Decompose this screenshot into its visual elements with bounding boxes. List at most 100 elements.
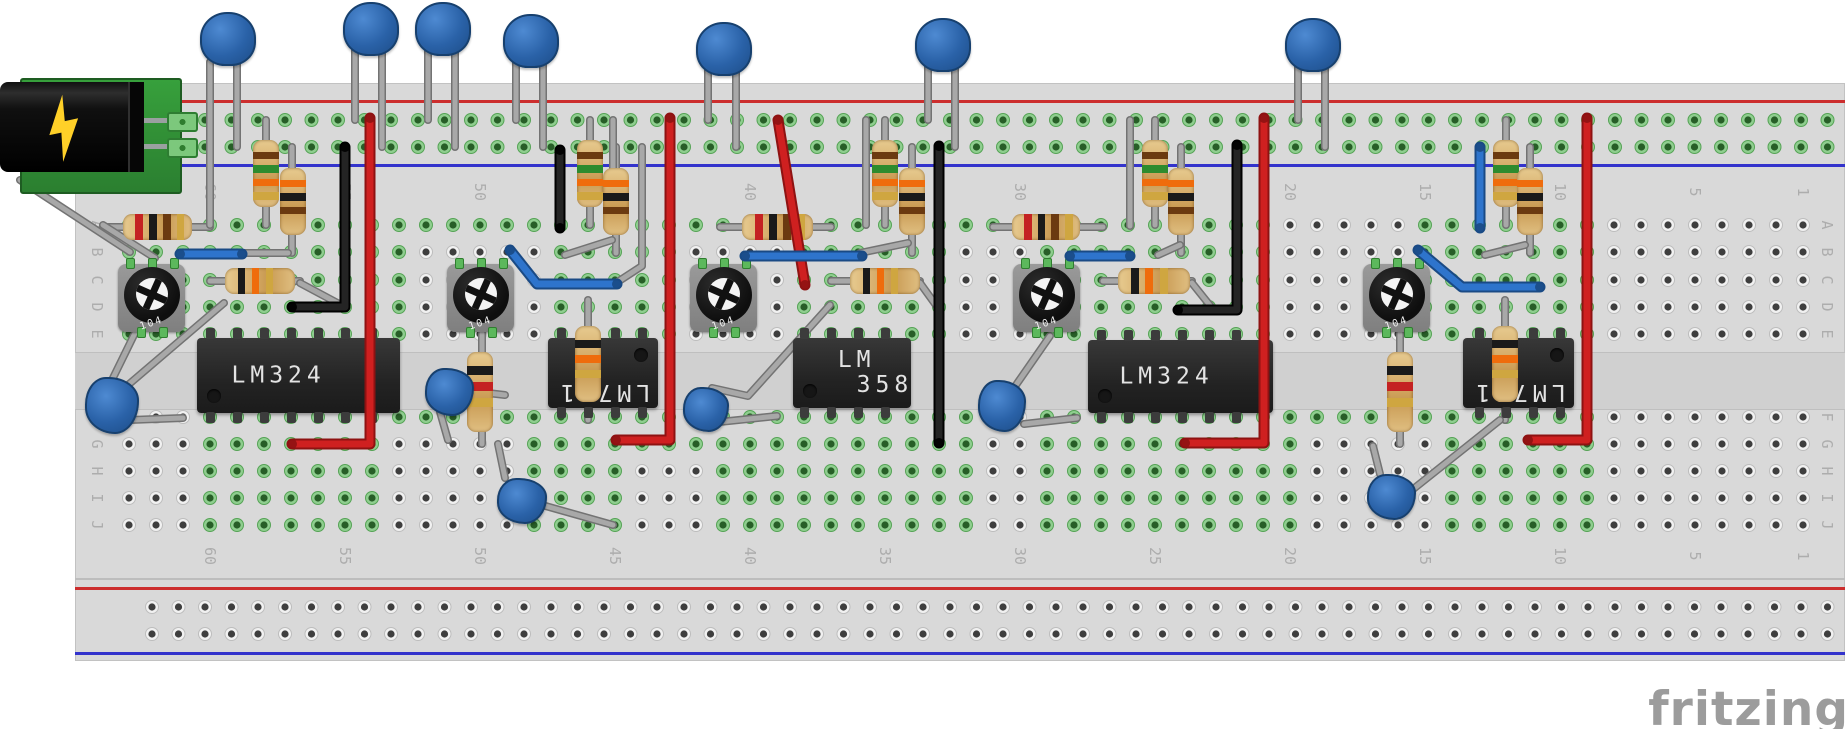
resistor-band-green: [872, 165, 898, 173]
trimpot-knob[interactable]: [464, 277, 497, 310]
component-lead-54[interactable]: [494, 440, 509, 482]
cap-small-3[interactable]: [497, 478, 547, 524]
trimpot-pin: [1404, 327, 1413, 338]
component-lead-39[interactable]: [615, 143, 646, 285]
resistor-7[interactable]: [1142, 140, 1168, 207]
resistor-band-orange: [1168, 180, 1194, 188]
cap-small-4[interactable]: [683, 387, 729, 432]
wire-black-4[interactable]: [1172, 139, 1243, 316]
cap-small-2[interactable]: [425, 368, 474, 416]
resistor-3[interactable]: [577, 140, 603, 207]
wire-black-1[interactable]: [286, 141, 351, 313]
cap-ceramic-7[interactable]: [1285, 18, 1341, 72]
trimmer-pot-5[interactable]: 104: [1363, 258, 1430, 338]
trimpot-pin: [1021, 258, 1030, 269]
trimpot-knob[interactable]: [1380, 277, 1413, 310]
wire-red-4[interactable]: [1179, 112, 1270, 449]
wire-blue-3[interactable]: [739, 250, 868, 262]
wire-red-5[interactable]: [1522, 112, 1593, 446]
wire-red-2[interactable]: [610, 112, 676, 446]
ic-lm324-2[interactable]: LM324: [1088, 330, 1273, 423]
wire-black-2[interactable]: [554, 144, 566, 234]
resistor-band-gold: [797, 214, 806, 240]
trimpot-knob[interactable]: [1030, 277, 1063, 310]
wire-blue-6[interactable]: [1412, 244, 1546, 293]
wire-red-1[interactable]: [286, 112, 376, 450]
component-lead-58[interactable]: [1012, 332, 1054, 389]
component-lead-45[interactable]: [1154, 241, 1184, 259]
trimmer-pot-2[interactable]: 104: [447, 258, 514, 338]
resistor-10[interactable]: [1517, 168, 1543, 235]
wire-red-3[interactable]: [772, 114, 811, 291]
wire-blue-5[interactable]: [1474, 141, 1486, 234]
jack-barrel-ring: [128, 82, 144, 172]
cap-ceramic-3[interactable]: [415, 2, 471, 56]
ic-pin: [206, 412, 215, 423]
component-lead-19[interactable]: [1188, 279, 1216, 312]
resistor-6[interactable]: [899, 168, 925, 235]
cap-small-1[interactable]: [85, 377, 139, 434]
cap-ceramic-6[interactable]: [915, 18, 971, 72]
resistor-20[interactable]: [1492, 326, 1518, 402]
trimpot-pin: [731, 327, 740, 338]
resistor-13[interactable]: [1012, 214, 1080, 240]
cap-ceramic-4[interactable]: [503, 14, 559, 68]
ic-pin: [800, 407, 809, 418]
ic-lm741-2[interactable]: LM741: [1463, 328, 1574, 418]
jack-pin-1: [167, 112, 198, 132]
resistor-9[interactable]: [1493, 140, 1519, 207]
trimpot-pin: [455, 258, 464, 269]
jack-trace-2: [130, 144, 170, 149]
resistor-18[interactable]: [1387, 352, 1413, 432]
trimpot-pin: [466, 327, 475, 338]
component-lead-50[interactable]: [108, 329, 139, 384]
component-lead-59[interactable]: [1020, 414, 1081, 428]
ic-notch: [207, 389, 221, 403]
resistor-11[interactable]: [123, 214, 192, 240]
resistor-band-black: [603, 193, 629, 201]
resistor-4[interactable]: [603, 168, 629, 235]
ic-pin: [1529, 328, 1538, 339]
component-lead-48[interactable]: [99, 221, 159, 262]
resistor-12[interactable]: [742, 214, 813, 240]
component-lead-55[interactable]: [538, 501, 617, 529]
wire-blue-1[interactable]: [174, 248, 248, 260]
ic-lm358[interactable]: LM 358: [793, 328, 911, 418]
cap-small-5[interactable]: [978, 380, 1026, 432]
component-lead-60[interactable]: [1369, 442, 1384, 478]
wire-black-3[interactable]: [933, 140, 945, 449]
resistor-band-green: [1142, 165, 1168, 173]
component-lead-51[interactable]: [126, 414, 187, 424]
cap-ceramic-1[interactable]: [200, 12, 256, 66]
resistor-2[interactable]: [280, 168, 306, 235]
component-lead-46[interactable]: [1481, 241, 1529, 259]
trimpot-knob[interactable]: [707, 277, 740, 310]
component-lead-44[interactable]: [856, 239, 912, 257]
resistor-band-black: [862, 268, 871, 294]
trimpot-pin: [137, 327, 146, 338]
resistor-band-green: [577, 165, 603, 173]
resistor-16[interactable]: [1118, 268, 1190, 294]
wire-blue-2[interactable]: [504, 244, 623, 290]
resistor-19[interactable]: [575, 326, 601, 402]
trimmer-pot-3[interactable]: 104: [690, 258, 757, 338]
resistor-1[interactable]: [253, 140, 279, 207]
cap-small-6[interactable]: [1367, 474, 1416, 520]
resistor-15[interactable]: [850, 268, 920, 294]
wire-blue-4[interactable]: [1064, 250, 1136, 262]
component-lead-49[interactable]: [124, 299, 228, 389]
component-lead-43[interactable]: [561, 236, 616, 259]
resistor-8[interactable]: [1168, 168, 1194, 235]
ic-pin: [557, 328, 566, 339]
trimpot-knob[interactable]: [135, 277, 168, 310]
trimmer-pot-1[interactable]: 104: [118, 258, 185, 338]
component-lead-61[interactable]: [1408, 416, 1504, 494]
resistor-band-black: [768, 214, 777, 240]
cap-ceramic-5[interactable]: [696, 22, 752, 76]
cap-ceramic-2[interactable]: [343, 2, 399, 56]
resistor-14[interactable]: [225, 268, 295, 294]
trimmer-pot-4[interactable]: 104: [1013, 258, 1080, 338]
resistor-5[interactable]: [872, 140, 898, 207]
component-lead-53[interactable]: [436, 408, 452, 444]
